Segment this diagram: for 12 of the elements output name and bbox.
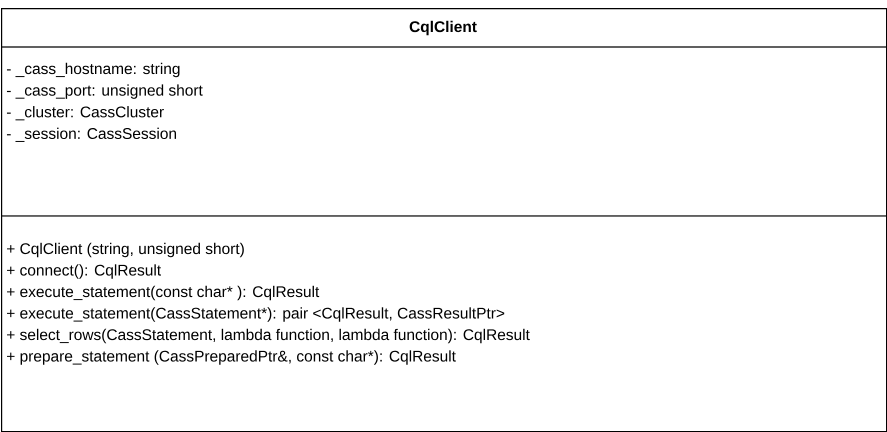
method-text: + prepare_statement (CassPreparedPtr&, const char*): CqlResult [7, 350, 456, 365]
method-text: + execute_statement(const char* ): CqlResult [7, 286, 320, 300]
class-box [1, 8, 887, 432]
attribute-text: - _cass_hostname: string [6, 62, 180, 78]
class-name: CqlClient [410, 20, 477, 36]
attribute-text: - _cluster: CassCluster [6, 106, 164, 120]
method-text: + connect(): CqlResult [7, 264, 161, 279]
method-text: + CqlClient (string, unsigned short) [7, 242, 244, 258]
attribute-text: - _cass_port: unsigned short [6, 84, 203, 99]
method-text: + execute_statement(CassStatement*): pair <CqlResult, CassResultPtr> [7, 307, 504, 322]
method-text: + select_rows(CassStatement, lambda function, lambda function): CqlResult [7, 328, 530, 344]
attribute-text: - _session: CassSession [6, 128, 176, 142]
